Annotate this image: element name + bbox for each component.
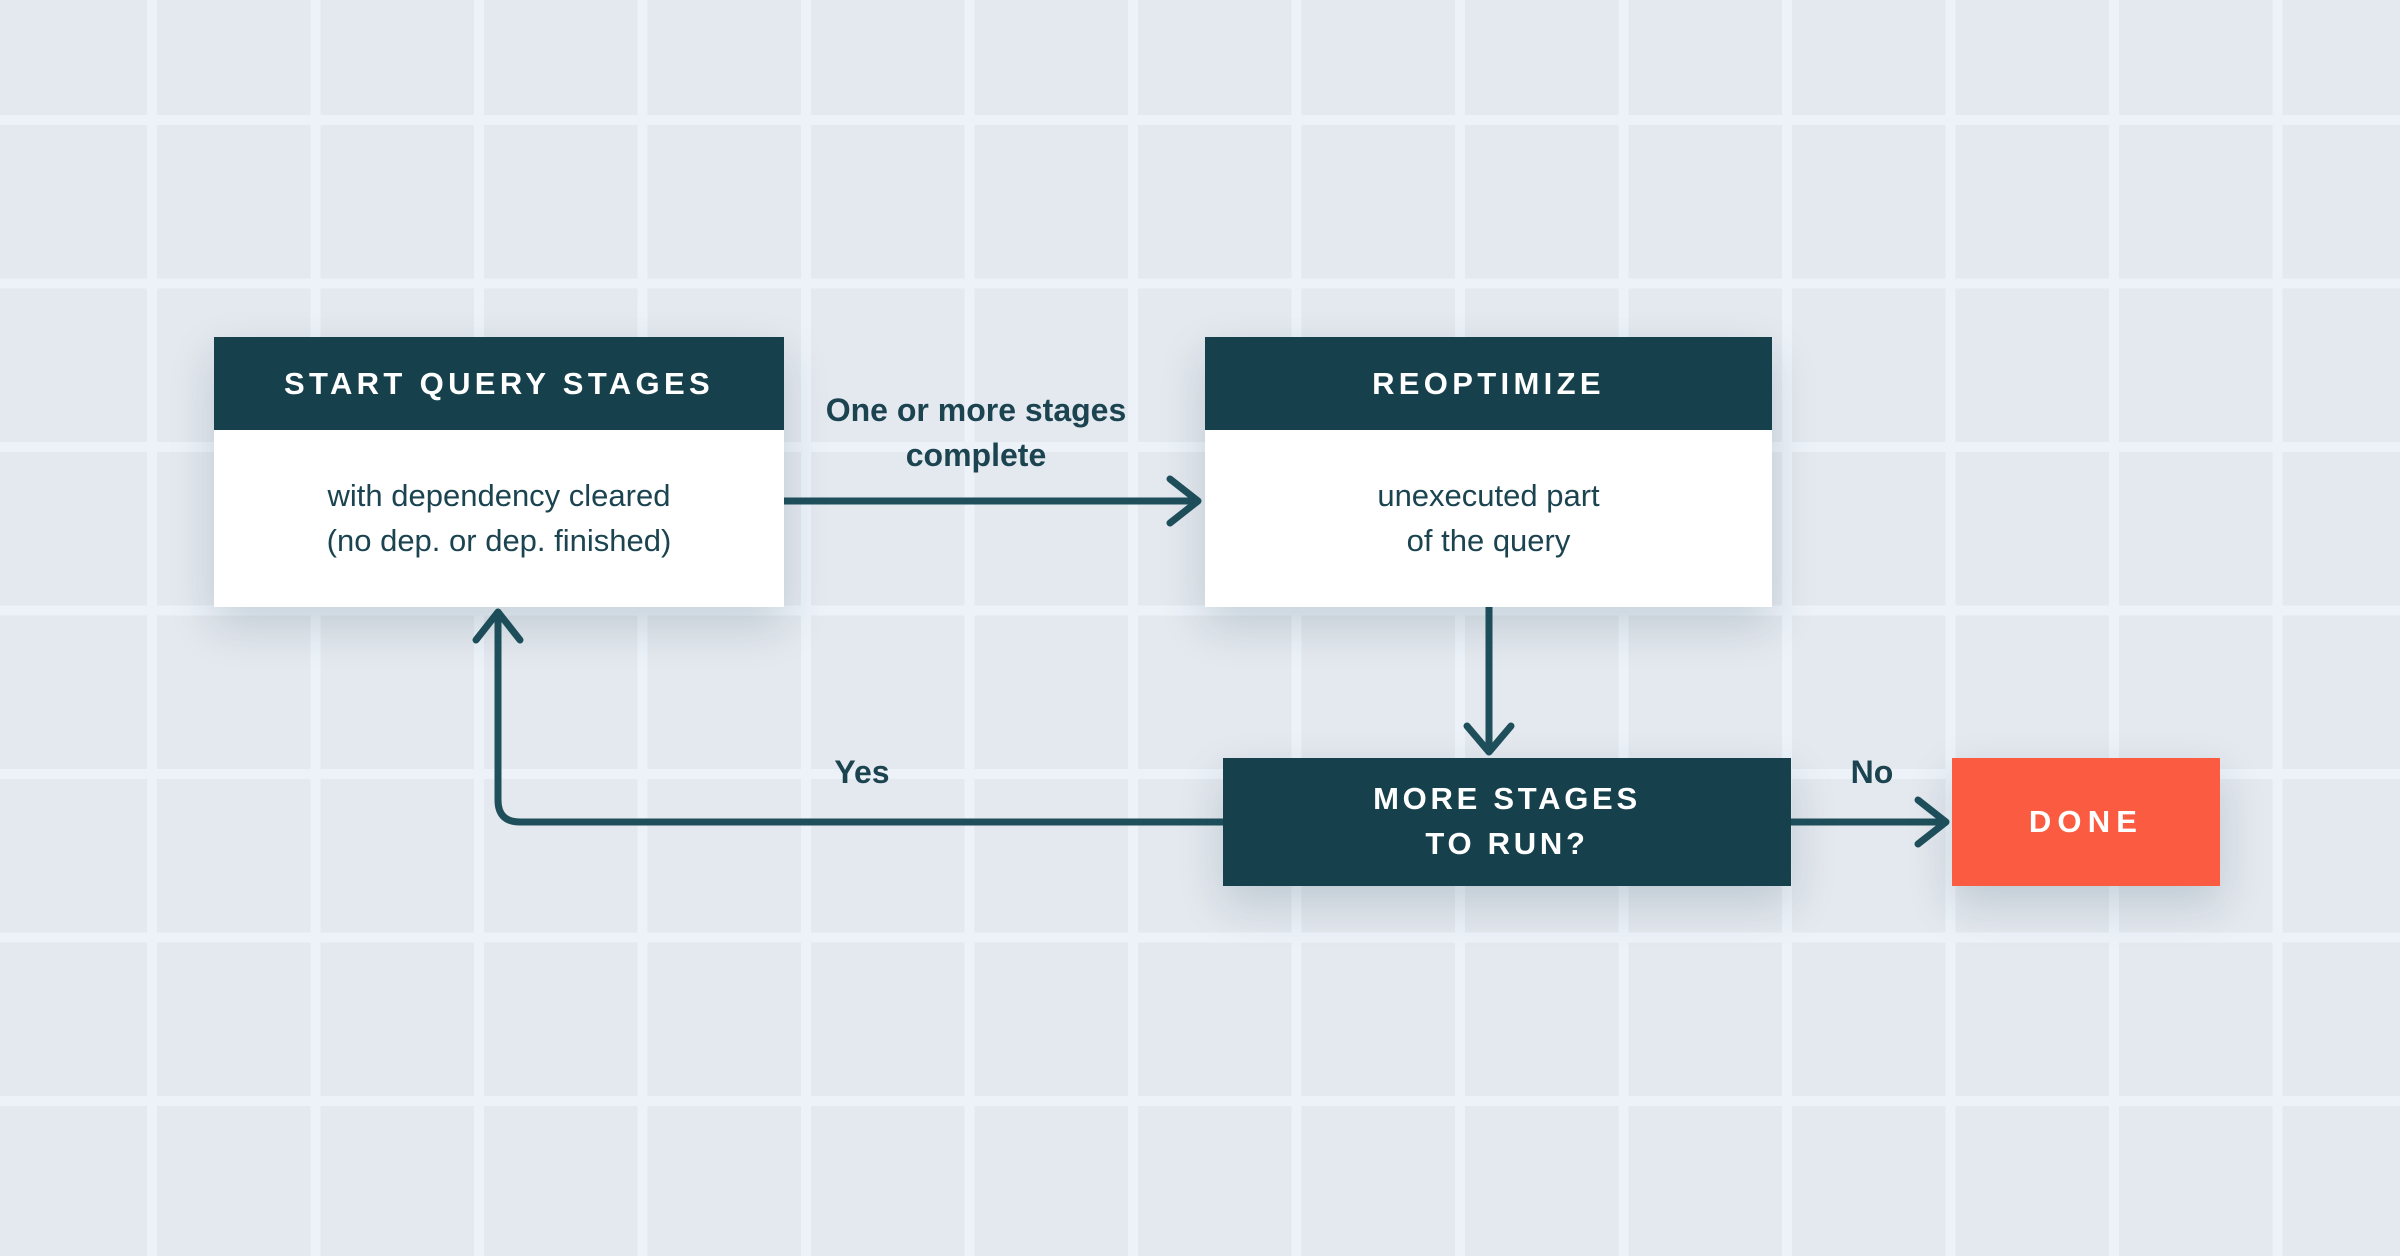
node-start-query-stages-body-line1: with dependency cleared bbox=[327, 478, 671, 514]
edge-label-yes-text: Yes bbox=[834, 754, 890, 790]
edge-label-yes: Yes bbox=[812, 750, 912, 795]
edge-label-no: No bbox=[1822, 750, 1922, 795]
node-reoptimize: REOPTIMIZE unexecuted part of the query bbox=[1205, 337, 1772, 607]
node-start-query-stages: START QUERY STAGES with dependency clear… bbox=[214, 337, 784, 607]
edge-no-arrowhead-icon bbox=[1914, 796, 1950, 848]
node-start-query-stages-body-line2: (no dep. or dep. finished) bbox=[326, 522, 672, 558]
edge-label-stages-complete-line2: complete bbox=[905, 436, 1047, 473]
node-reoptimize-header: REOPTIMIZE bbox=[1205, 337, 1772, 430]
node-reoptimize-title: REOPTIMIZE bbox=[1372, 365, 1605, 401]
node-reoptimize-body: unexecuted part of the query bbox=[1205, 430, 1772, 607]
node-done-title: DONE bbox=[2028, 804, 2144, 839]
edge-label-stages-complete-line1: One or more stages bbox=[825, 392, 1127, 428]
edge-reoptimize-down-arrowhead-icon bbox=[1463, 722, 1515, 756]
node-start-query-stages-header: START QUERY STAGES bbox=[214, 337, 784, 430]
edge-yes-arrowhead-icon bbox=[472, 608, 524, 644]
node-more-stages-title-line2: TO RUN? bbox=[1425, 826, 1589, 861]
edge-label-no-text: No bbox=[1850, 754, 1894, 790]
node-reoptimize-body-line2: of the query bbox=[1406, 522, 1571, 558]
node-more-stages-title-line1: MORE STAGES bbox=[1373, 781, 1641, 817]
node-more-stages-to-run: MORE STAGES TO RUN? bbox=[1223, 758, 1791, 886]
edge-stages-complete-arrowhead-icon bbox=[1166, 475, 1202, 527]
node-reoptimize-body-line1: unexecuted part bbox=[1377, 478, 1600, 514]
edge-label-stages-complete: One or more stages complete bbox=[726, 388, 1226, 478]
node-start-query-stages-title: START QUERY STAGES bbox=[283, 365, 715, 401]
node-start-query-stages-body: with dependency cleared (no dep. or dep.… bbox=[214, 430, 784, 607]
edge-yes-line bbox=[494, 612, 1227, 826]
node-done: DONE bbox=[1952, 758, 2220, 886]
